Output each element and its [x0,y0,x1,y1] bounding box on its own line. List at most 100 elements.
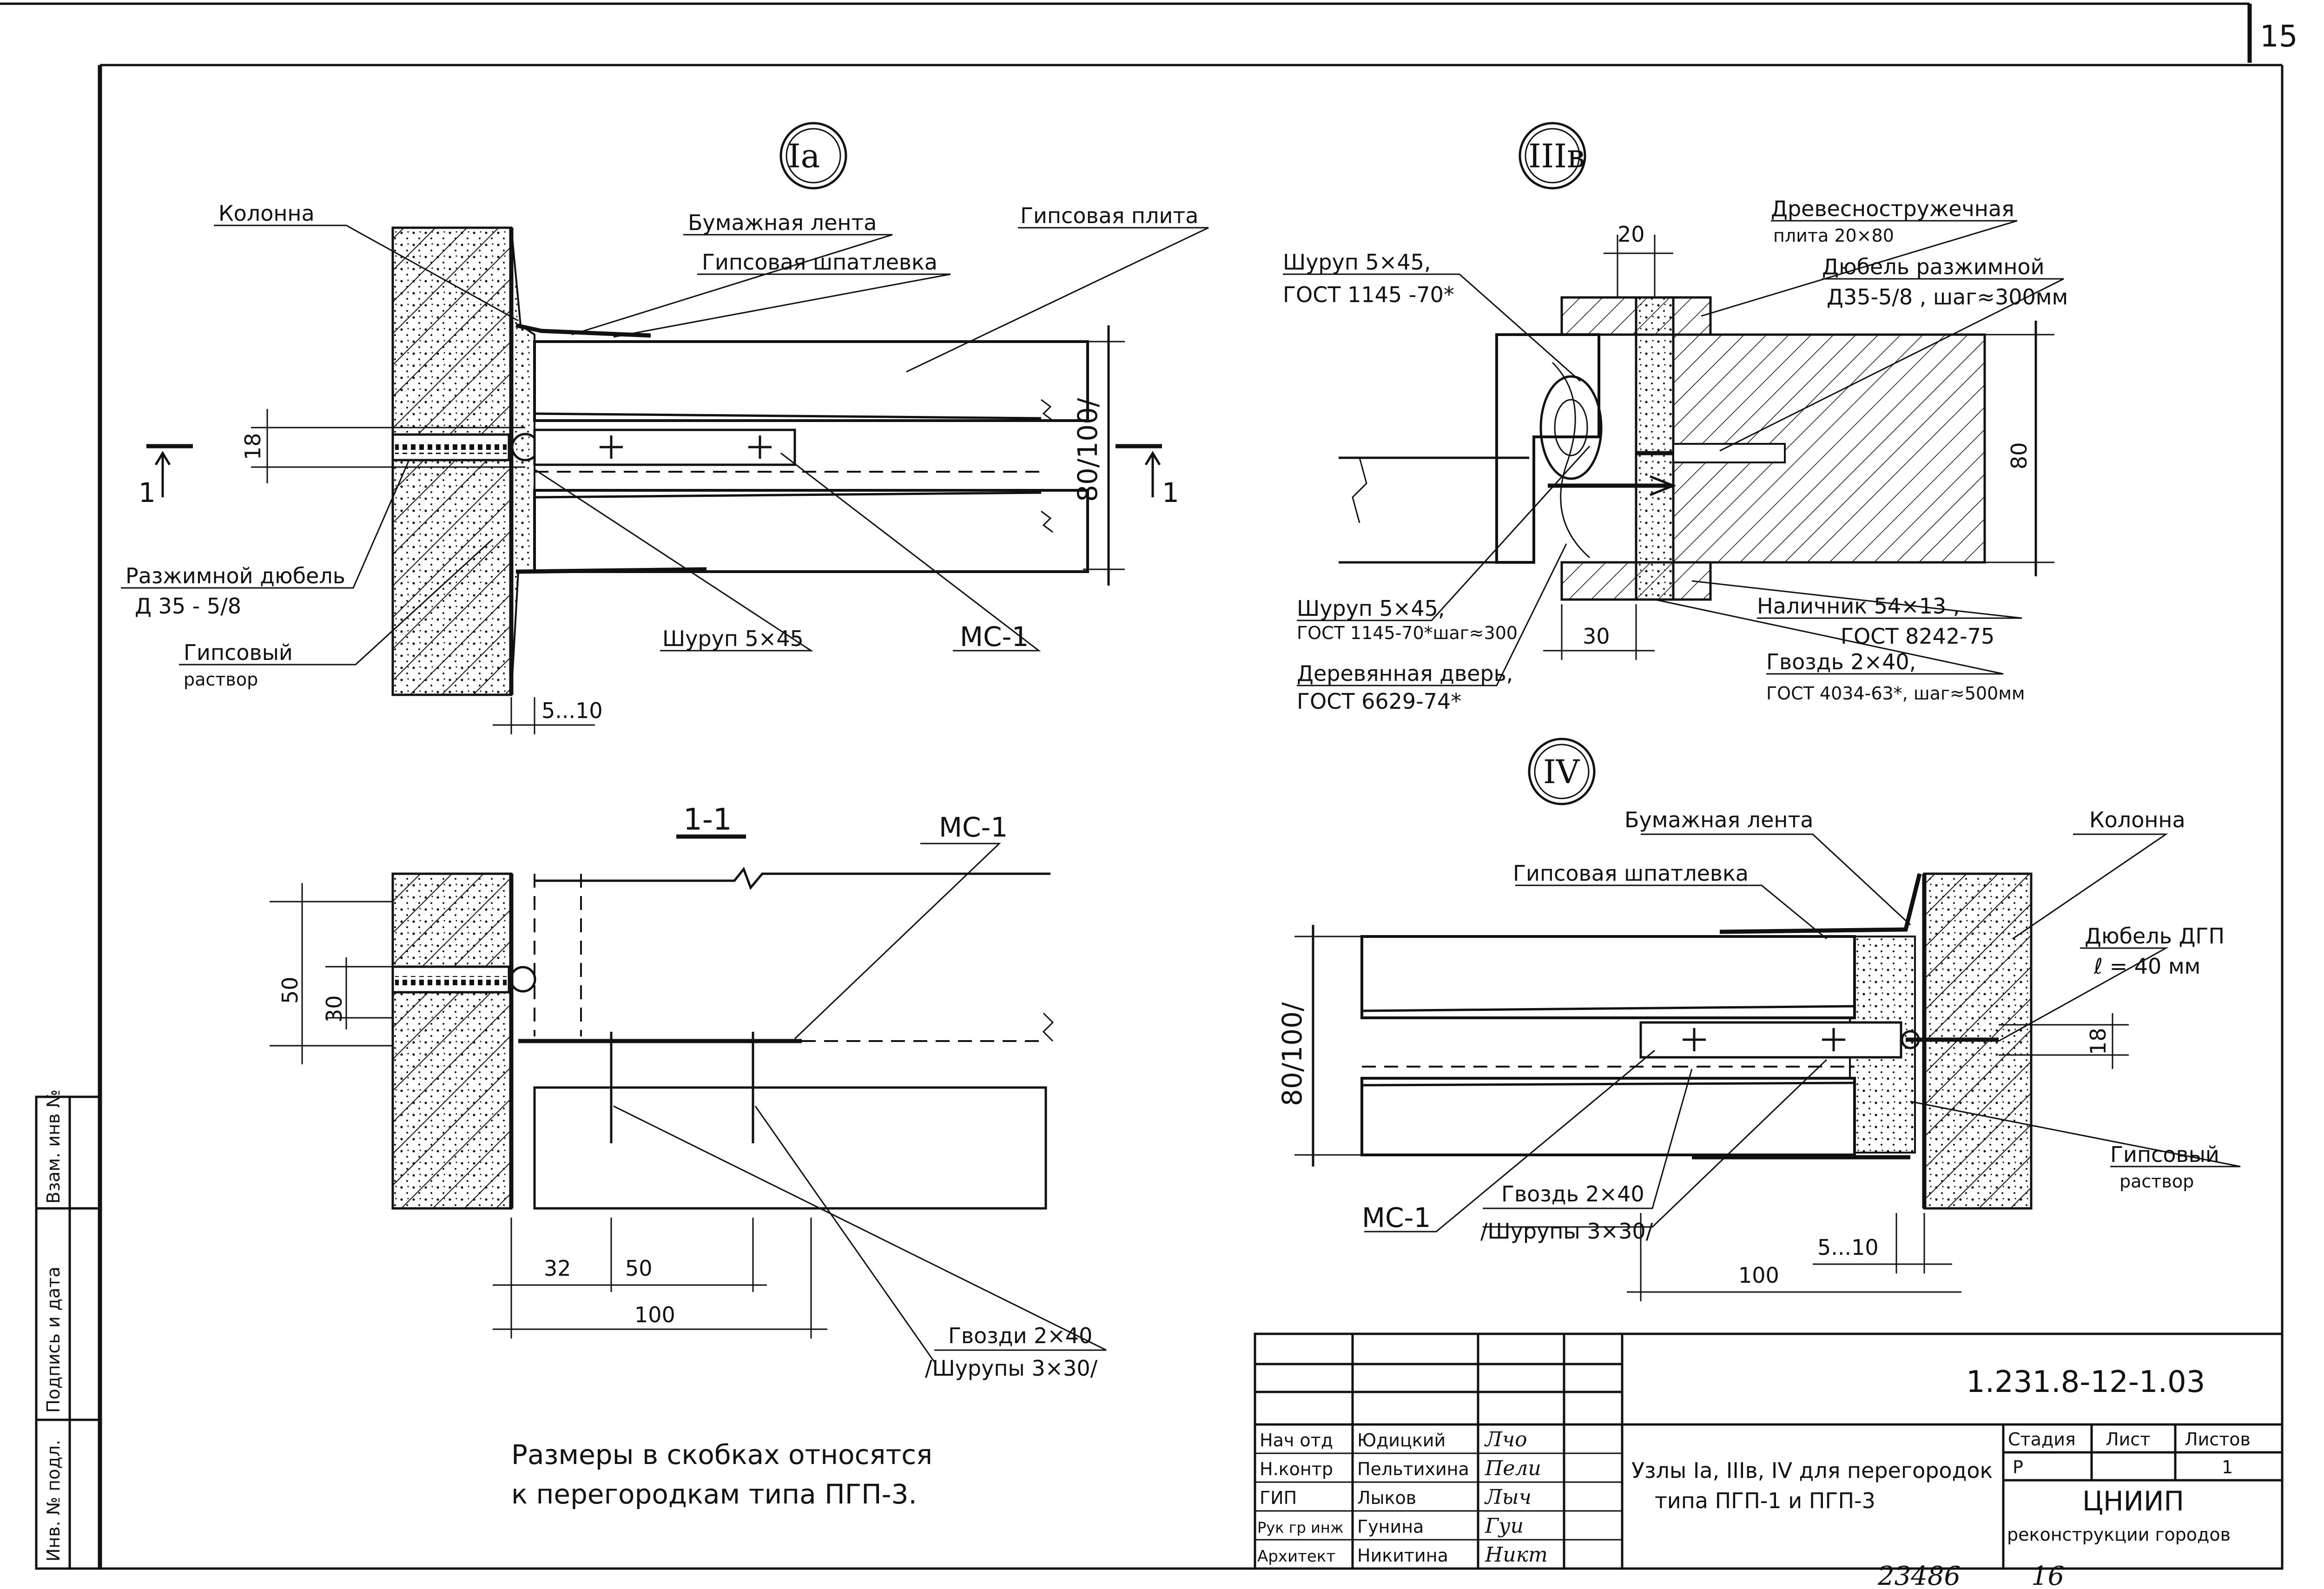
iv-label-paper-tape: Бумажная лента [1624,807,1813,832]
ia-dim-gap: 5...10 [541,698,603,723]
tb-role-1: Н.контр [1260,1459,1333,1479]
tb-role-0: Нач отд [1260,1430,1333,1451]
iv-label-nail: Гвоздь 2×40 [1501,1181,1644,1207]
tb-org-2: реконструкции городов [2007,1524,2231,1545]
iiiv-label-dowel-2: Д35-5/8 , шаг≈300мм [1827,284,2068,310]
note-line-2: к перегородкам типа ПГП-3. [511,1478,917,1510]
note-line-1: Размеры в скобках относятся [511,1439,932,1470]
tb-sheets-label: Листов [2185,1429,2251,1450]
section-1-1-dim-50b: 50 [625,1256,653,1281]
tb-sheet-label: Лист [2106,1429,2150,1450]
section-1-1-title: 1-1 [683,803,732,837]
section-1-1-drawing [270,834,1107,1362]
tb-stage: Р [2013,1457,2023,1477]
iv-label-screws: /Шурупы 3×30/ [1480,1219,1653,1244]
iv-dim-thick: 80/100/ [1276,1002,1308,1106]
side-stamp [35,1095,101,1570]
side-stamp-vzam: Взам. инв № [43,1089,64,1204]
ia-label-dowel: Разжимной дюбель [125,563,345,588]
ia-section-mark-left: 1 [139,477,156,508]
tb-name-0: Юдицкий [1357,1430,1446,1451]
ia-label-column: Колонна [218,201,315,226]
iiiv-label-casing-2: ГОСТ 8242-75 [1841,624,1994,649]
ia-label-screw: Шуруп 5×45 [662,626,804,651]
section-1-1-dim-30: 30 [322,995,347,1022]
iv-label-dowel-2: ℓ = 40 мм [2093,954,2200,979]
iiiv-dim-20: 20 [1618,222,1645,247]
tb-name-2: Лыков [1357,1488,1416,1508]
ia-label-gypsum-plate: Гипсовая плита [1020,203,1198,228]
footer-number: 23486 [1877,1561,1961,1589]
side-stamp-inv-podl: Инв. № подл. [43,1440,64,1562]
iv-label-mortar-2: раствор [2119,1171,2194,1192]
iv-label-mortar-1: Гипсовый [2110,1142,2219,1167]
ia-section-mark-right: 1 [1162,477,1179,508]
ia-label-dowel-size: Д 35 - 5/8 [135,593,241,619]
iiiv-dim-80: 80 [2007,442,2032,469]
node-ia-drawing [121,224,1209,734]
section-1-1-nails-2: /Шурупы 3×30/ [925,1356,1098,1381]
page-number: 15 [2260,20,2298,54]
iiiv-label-nail-2: ГОСТ 4034-63*, шаг≈500мм [1766,683,2025,704]
iiiv-label-door-1: Деревянная дверь, [1297,661,1513,686]
sheet-code: 1.231.8-12-1.03 [1966,1365,2205,1399]
tb-role-2: ГИП [1260,1488,1297,1508]
ia-label-gypsum-putty: Гипсовая шпатлевка [702,250,938,275]
node-iv-mark: IV [1543,753,1580,791]
side-stamp-sign-date: Подпись и дата [43,1266,64,1413]
iv-dim-gap: 5...10 [1817,1235,1879,1260]
section-1-1-dim-32: 32 [544,1256,571,1281]
tb-stage-label: Стадия [2008,1429,2076,1450]
iiiv-label-nail-1: Гвоздь 2×40, [1766,649,1916,674]
ia-label-mortar-1: Гипсовый [184,640,293,665]
section-1-1-dim-50: 50 [277,976,303,1004]
tb-sign-4: Никт [1485,1543,1548,1567]
iv-label-ms: МС-1 [1362,1202,1431,1233]
tb-name-4: Никитина [1357,1545,1448,1566]
ia-dim-thick: 80/100/ [1072,398,1103,502]
iiiv-label-screw-2a: Шуруп 5×45, [1297,596,1445,621]
tb-sign-2: Лыч [1484,1485,1532,1509]
iiiv-label-door-2: ГОСТ 6629-74* [1297,689,1461,714]
node-ia-mark: Ia [788,137,820,175]
iiiv-label-dowel-1: Дюбель разжимной [1822,254,2044,279]
ia-label-ms: МС-1 [960,621,1029,653]
footer-suffix: 16 [2031,1561,2064,1589]
tb-sign-3: Гуи [1485,1514,1524,1538]
section-1-1-dim-100: 100 [634,1302,675,1327]
tb-org-1: ЦНИИП [2082,1485,2184,1517]
tb-title-1: Узлы Iа, IIIв, IV для перегородок [1631,1458,1993,1483]
tb-name-1: Пельтихина [1357,1459,1469,1479]
iv-dim-100: 100 [1738,1263,1779,1288]
iiiv-label-casing-1: Наличник 54×13 , [1757,593,1960,619]
iiiv-label-particle-2: плита 20×80 [1773,225,1894,246]
node-iiiv-marker [1519,122,1586,190]
node-ia-marker [779,122,847,190]
node-iiiv-mark: IIIв [1528,137,1585,175]
title-block [1254,1332,2284,1570]
iiiv-label-particle-1: Древесностружечная [1771,196,2014,221]
tb-title-2: типа ПГП-1 и ПГП-3 [1655,1488,1875,1513]
node-iv-marker [1528,738,1596,805]
ia-dim-18: 18 [240,433,265,460]
tb-role-3: Рук гр инж [1257,1519,1344,1536]
tb-role-4: Архитект [1257,1547,1335,1566]
iv-label-dowel-1: Дюбель ДГП [2085,923,2225,949]
iiiv-label-screw-1a: Шуруп 5×45, [1283,250,1431,275]
node-iiiv-drawing [1283,220,2064,686]
tb-sign-1: Пели [1485,1457,1541,1480]
iv-label-gypsum-putty: Гипсовая шпатлевка [1513,861,1749,886]
ia-label-mortar-2: раствор [184,669,258,690]
tb-sheets: 1 [2222,1457,2233,1477]
iiiv-label-screw-2b: ГОСТ 1145-70*шаг≈300 [1297,623,1518,643]
tb-name-3: Гунина [1357,1516,1424,1537]
iiiv-dim-30: 30 [1583,624,1610,649]
node-iv-drawing [1294,833,2241,1301]
drawing-frame [0,2,2284,1570]
iiiv-label-screw-1b: ГОСТ 1145 -70* [1283,282,1454,307]
iv-label-column: Колонна [2089,807,2185,832]
section-1-1-nails-1: Гвозди 2×40 [948,1323,1092,1348]
iv-dim-18: 18 [2086,1028,2111,1055]
ia-label-paper-tape: Бумажная лента [688,210,877,235]
section-1-1-label-ms: МС-1 [939,811,1008,843]
